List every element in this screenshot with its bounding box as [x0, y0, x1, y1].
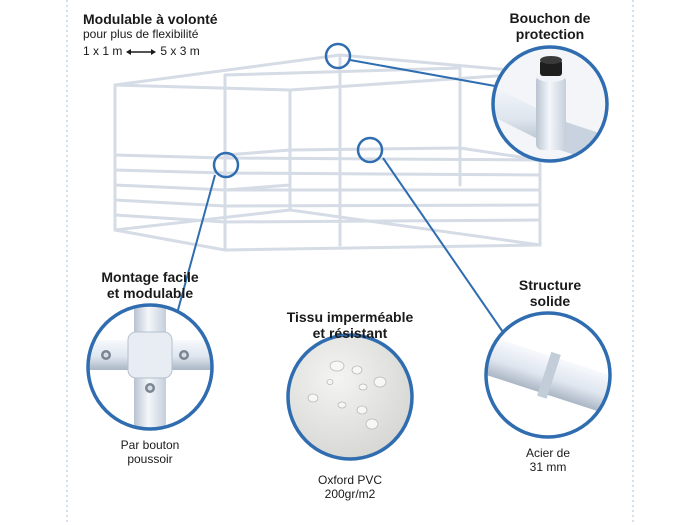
bouchon-label: Bouchon de protection — [509, 10, 591, 43]
hotspot-joint — [212, 151, 240, 179]
detail-cap — [493, 47, 607, 161]
modulable-subtitle: pour plus de flexibilité — [83, 27, 199, 41]
detail-push-button — [88, 305, 212, 429]
tissu-label: Tissu imperméable et résistant — [286, 309, 414, 342]
hotspots — [212, 42, 384, 179]
bouton-caption: Par bouton poussoir — [120, 438, 180, 466]
tent-frame — [113, 53, 542, 252]
size-max: 5 x 3 m — [160, 44, 200, 58]
detail-fabric — [288, 335, 412, 459]
size-range: 1 x 1 m 5 x 3 m — [83, 44, 200, 59]
montage-label: Montage facile et modulable — [101, 269, 199, 302]
hotspot-cap — [324, 42, 352, 70]
modulable-title: Modulable à volonté — [83, 11, 218, 27]
size-min: 1 x 1 m — [83, 44, 123, 58]
double-arrow-icon — [126, 48, 157, 55]
structure-label: Structure solide — [518, 277, 582, 310]
detail-fabric-ring — [286, 333, 414, 461]
detail-steel-tube-ring — [484, 311, 612, 439]
acier-caption: Acier de 31 mm — [525, 446, 571, 474]
detail-push-button-ring — [86, 303, 214, 431]
detail-cap-ring — [491, 45, 609, 163]
hotspot-tube — [356, 136, 384, 164]
detail-steel-tube — [486, 313, 610, 437]
oxford-caption: Oxford PVC 200gr/m2 — [317, 473, 383, 501]
callout-lines — [177, 59, 506, 336]
